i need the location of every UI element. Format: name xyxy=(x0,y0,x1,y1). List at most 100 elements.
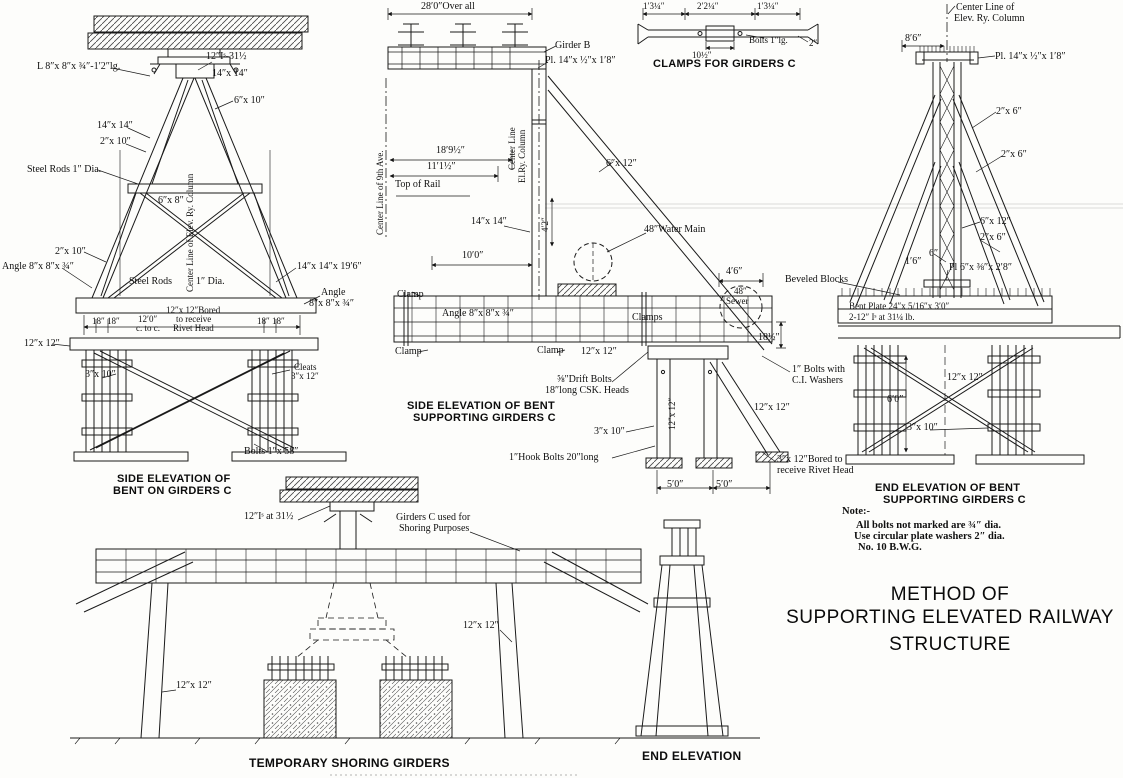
v1-6x10-label: 6″x 10″ xyxy=(234,95,265,106)
v2-drift-bolts-label-2: 18″long CSK. Heads xyxy=(545,385,629,396)
v2-caption-line-1: SIDE ELEVATION OF BENT xyxy=(407,400,555,412)
v2-col-12x12-label: 12″x 12″ xyxy=(667,397,677,430)
v2-bored-label-2: receive Rivet Head xyxy=(777,465,854,476)
v4-2x6-c-label: 2″x 6″ xyxy=(980,232,1006,243)
v1-centerline-label: Center Line of Elev. Ry. Column xyxy=(185,173,195,292)
v1-bolts-label: Bolts 1″x 58″ xyxy=(244,446,299,457)
v2-clamps-label: Clamps xyxy=(632,312,663,323)
sheet-title-line-3: STRUCTURE xyxy=(889,634,1011,655)
v3-caption: CLAMPS FOR GIRDERS C xyxy=(653,58,796,70)
v3-bolts-label: Bolts 1″lg. xyxy=(749,35,788,45)
v4-2x6-b-label: 2″x 6″ xyxy=(1001,149,1027,160)
v2-girder-b-label: Girder B xyxy=(555,40,591,51)
v1-6x8-label: 6″x 8″ xyxy=(158,195,184,206)
v1-angle-right-label-2: 8″x 8″x ¾″ xyxy=(309,298,354,309)
v3-dim-1: 1′3¼″ xyxy=(643,1,665,11)
v5-12x12-a-label: 12″x 12″ xyxy=(463,620,499,631)
v1-post-label: 14″x 14″x 19′6″ xyxy=(297,261,362,272)
v2-angle-label: Angle 8″x 8″x ¾″ xyxy=(442,308,514,319)
v1-2x10-b-label: 2″x 10″ xyxy=(55,246,86,257)
v2-3x10-label: 3″x 10″ xyxy=(594,426,625,437)
v1-cleats-label-2: 3″x 12″ xyxy=(291,371,319,381)
v2-sewer-label-2: Sewer xyxy=(726,296,749,306)
v2-6x12-label: 6″x 12″ xyxy=(606,158,637,169)
v2-bored-label-1: 3″x 12″Bored to xyxy=(777,454,843,465)
v4-dim-6-0: 6′0″ xyxy=(887,394,904,405)
v5-girders-c-label-1: Girders C used for xyxy=(396,512,471,523)
v4-pl6-label: Pl 6″x ⅜″x 2′8″ xyxy=(949,262,1013,273)
v1-dim-ctoc: c. to c. xyxy=(136,323,160,333)
v1-ibeam-label: 12″Iˢ-31½ xyxy=(206,51,247,62)
v2-centerline-col-2: El.Ry. Column xyxy=(517,129,527,183)
sheet-title-line-2: SUPPORTING ELEVATED RAILWAY xyxy=(786,607,1114,628)
v2-plate-label: Pl. 14″x ½″x 1′8″ xyxy=(545,55,616,66)
v2-overall-dim: 28′0″Over all xyxy=(421,1,475,12)
note-line-3: No. 10 B.W.G. xyxy=(858,542,922,553)
v1-dim-18-right: 18″ 18″ xyxy=(257,316,285,326)
view-end-elevation-small xyxy=(612,519,760,739)
v3-dim-3: 1′3¼″ xyxy=(757,1,779,11)
v4-2x6-a-label: 2″x 6″ xyxy=(996,106,1022,117)
v1-angle-left-label: Angle 8″x 8″x ¾″ xyxy=(2,261,74,272)
v1-cleats-label-1: Cleats xyxy=(294,362,317,372)
v2-dim-4-6: 4′6″ xyxy=(726,266,743,277)
v1-bored-label-3: Rivet Head xyxy=(173,323,214,333)
note-line-1: All bolts not marked are ¾″ dia. xyxy=(856,520,1002,531)
v2-ci-washers-label-1: 1″ Bolts with xyxy=(792,364,846,375)
v1-caption-line-2: BENT ON GIRDERS C xyxy=(113,485,232,497)
v2-caption-line-2: SUPPORTING GIRDERS C xyxy=(413,412,556,424)
v2-12x12-b-label: 12″x 12″ xyxy=(754,402,790,413)
v4-3x10-label: 3″x 10″ xyxy=(907,422,938,433)
view-temporary-shoring xyxy=(70,476,660,745)
v2-14x14-label: 14″x 14″ xyxy=(471,216,507,227)
v1-angle-right-label-1: Angle xyxy=(321,287,346,298)
view-side-bent-supporting xyxy=(385,8,791,494)
v2-water-main-label: 48″Water Main xyxy=(644,224,706,235)
v4-dim-8-6: 8′6″ xyxy=(905,33,922,44)
v2-sewer-label-1: 48″ xyxy=(734,286,747,296)
v4-dim-6: 6″ xyxy=(929,248,939,259)
v1-3x10-label: 3″x 10″ xyxy=(85,369,116,380)
v4-12x12-label: 12″x 12″ xyxy=(947,372,983,383)
v2-dim-11-1: 11′1½″ xyxy=(427,161,456,172)
v1-caption-line-1: SIDE ELEVATION OF xyxy=(117,473,231,485)
v2-clamp-b-label: Clamp xyxy=(395,346,422,357)
v4-caption-line-1: END ELEVATION OF BENT xyxy=(875,482,1021,494)
v4-ibeams-label: 2-12″ Iˢ at 31¼ lb. xyxy=(849,312,915,322)
v2-dim-5-0-a: 5′0″ xyxy=(667,479,684,490)
note-line-2: Use circular plate washers 2″ dia. xyxy=(854,531,1005,542)
v2-dim-18-5: 18½″ xyxy=(758,332,780,343)
v5-caption: TEMPORARY SHORING GIRDERS xyxy=(249,756,450,770)
v3-dim-10-5: 10½″ xyxy=(692,50,712,60)
v1-14x14-a-label: 14″x 14″ xyxy=(212,68,248,79)
v4-centerline-label-1: Center Line of xyxy=(956,2,1015,13)
note-heading: Note:- xyxy=(842,506,870,517)
v3-dim-2in: 2″ xyxy=(809,38,818,48)
view-clamps-for-girders xyxy=(637,8,819,51)
v1-14x14-b-label: 14″x 14″ xyxy=(97,120,133,131)
v5-girders-c-label-2: Shoring Purposes xyxy=(399,523,470,534)
v3-dim-2: 2′2¼″ xyxy=(697,1,719,11)
v2-dim-5-0-b: 5′0″ xyxy=(716,479,733,490)
v1-angle-top-label: L 8″x 8″x ¾″-1′2″lg. xyxy=(37,61,121,72)
v1-steel-rods-b-label: Steel Rods xyxy=(129,276,173,287)
v4-plate-label: Pl. 14″x ½″x 1′8″ xyxy=(995,51,1066,62)
v5-12x12-b-label: 12″x 12″ xyxy=(176,680,212,691)
v4-6x12-label: 6″x 12″ xyxy=(980,216,1011,227)
v2-top-of-rail-label: Top of Rail xyxy=(395,179,441,190)
v1-steel-rods-a-label: Steel Rods 1″ Dia. xyxy=(27,164,102,175)
v4-centerline-label-2: Elev. Ry. Column xyxy=(954,13,1025,24)
v2-drift-bolts-label-1: ⅝″Drift Bolts xyxy=(557,374,612,385)
v2-hook-bolts-label: 1″Hook Bolts 20″long xyxy=(509,452,599,463)
v2-centerline-9th-ave: Center Line of 9th Ave. xyxy=(375,150,385,235)
view-end-bent-supporting xyxy=(837,4,1121,465)
v4-caption-line-2: SUPPORTING GIRDERS C xyxy=(883,494,1026,506)
v1-12x12-label: 12″x 12″ xyxy=(24,338,60,349)
v6-caption: END ELEVATION xyxy=(642,749,742,763)
v2-dim-18-9: 18′9½″ xyxy=(436,145,465,156)
v5-ibeam-label: 12″Iˢ at 31½ xyxy=(244,511,294,522)
sheet-title-line-1: METHOD OF xyxy=(890,584,1010,605)
v2-dim-10-0: 10′0″ xyxy=(462,250,484,261)
